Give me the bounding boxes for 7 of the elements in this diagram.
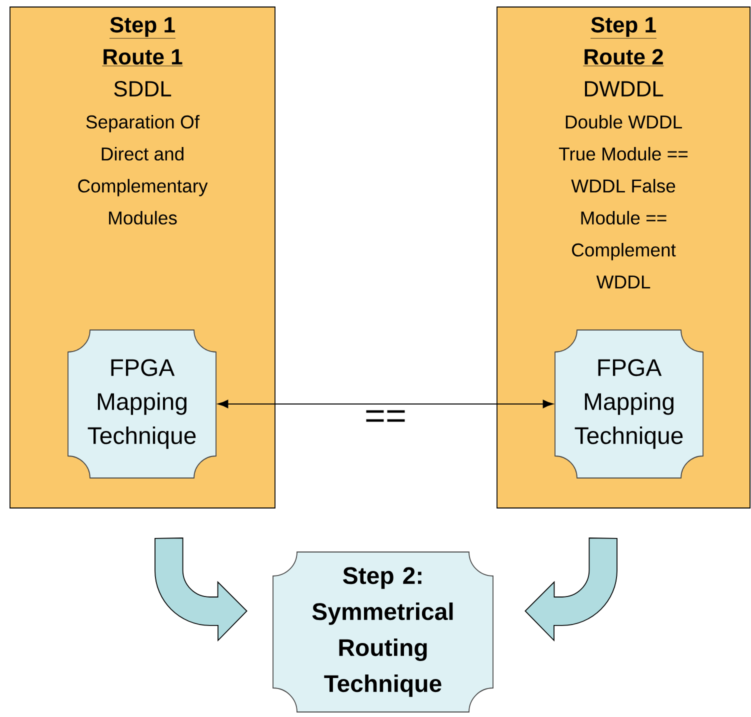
arrow [218, 400, 554, 408]
mapping-box: FPGA Mapping Technique [554, 330, 704, 478]
block-arrow [524, 538, 618, 641]
routing-box: Step 2: Symmetrical Routing Technique [272, 552, 494, 712]
edge-label: == [366, 410, 405, 422]
block-arrow [154, 538, 248, 641]
mapping-box: FPGA Mapping Technique [68, 330, 216, 478]
